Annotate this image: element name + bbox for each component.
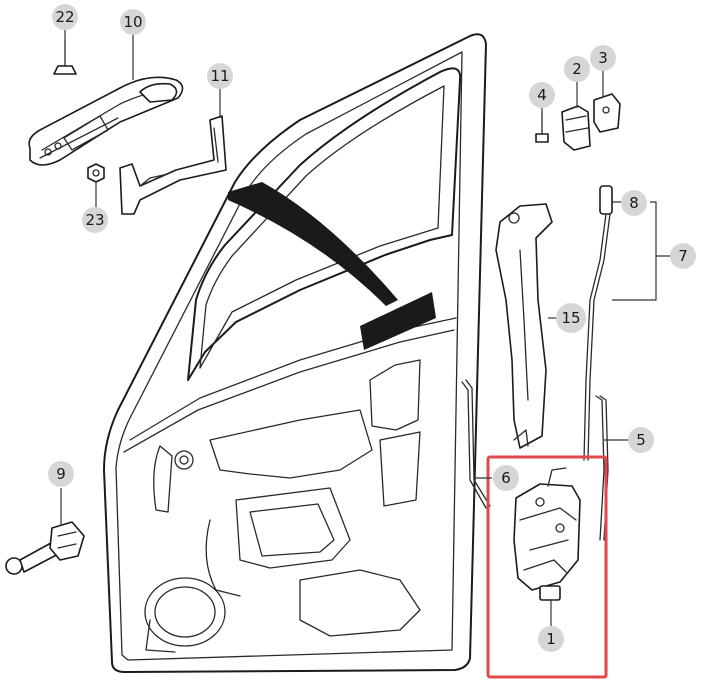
screw-22 [53,39,77,75]
door-check-9 [5,521,85,575]
door-panel [103,33,487,673]
handle-reference-marker [228,182,436,350]
handle-bracket-11 [119,115,227,215]
callout-15: 15 [556,303,586,333]
callout-22-label: 22 [55,8,74,26]
callout-1-label: 1 [546,630,556,648]
callout-11-label: 11 [210,67,229,85]
window-regulator-rail-15 [495,203,553,449]
bolt-4 [535,111,549,143]
callout-7-label: 7 [678,247,688,265]
callout-10-label: 10 [123,13,142,31]
callout-11: 11 [207,63,233,89]
hinge-plate-3 [593,93,621,133]
callout-1: 1 [538,626,564,652]
callout-5: 5 [628,427,654,453]
control-rod-8 [583,185,613,461]
callout-9-label: 9 [56,465,66,483]
callout-7: 7 [670,243,696,269]
callout-5-label: 5 [636,431,646,449]
callout-15-label: 15 [561,309,580,327]
control-rod-6 [461,379,491,509]
callout-23-label: 23 [85,211,104,229]
callout-22: 22 [52,4,78,30]
callout-3: 3 [590,45,616,71]
callout-23: 23 [82,207,108,233]
callout-8: 8 [621,190,647,216]
door-hinge-2 [561,105,591,151]
callout-3-label: 3 [598,49,608,67]
callout-9: 9 [48,461,74,487]
nut-23 [87,163,105,183]
callout-8-label: 8 [629,194,639,212]
callout-2-label: 2 [572,60,582,78]
callout-6-label: 6 [501,469,511,487]
callout-6: 6 [493,465,519,491]
door-latch-assembly [513,467,581,601]
callout-4: 4 [529,82,555,108]
outside-door-handle [28,76,184,166]
callout-2: 2 [564,56,590,82]
callout-10: 10 [120,9,146,35]
callout-4-label: 4 [537,86,547,104]
latch-highlight-box [486,455,608,679]
